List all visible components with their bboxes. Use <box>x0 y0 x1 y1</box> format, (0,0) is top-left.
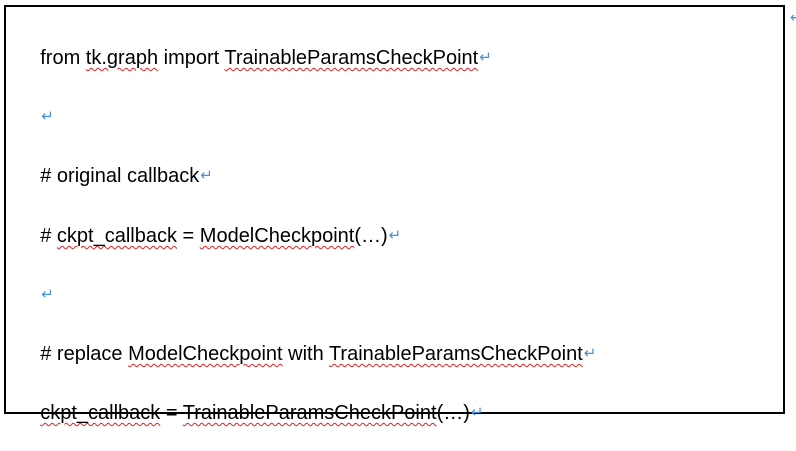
line-4: # ckpt_callback = ModelCheckpoint(…)↵ <box>18 200 401 274</box>
line-1: from tk.graph import TrainableParamsChec… <box>18 22 492 96</box>
word: import <box>158 47 225 69</box>
line-6: # replace ModelCheckpoint with Trainable… <box>18 318 596 392</box>
word: (…) <box>436 402 470 424</box>
word: with <box>282 343 329 365</box>
word: # replace <box>40 343 129 365</box>
line-7: ckpt_callback = TrainableParamsCheckPoin… <box>18 377 483 451</box>
line-3: # original callback↵ <box>18 140 213 214</box>
spelling-error-word[interactable]: ckpt_callback <box>40 402 161 424</box>
paragraph-mark-icon: ↵ <box>200 167 213 184</box>
spelling-error-word[interactable]: ModelCheckpoint <box>128 343 283 365</box>
spelling-error-word[interactable]: TrainableParamsCheckPoint <box>182 402 437 424</box>
spelling-error-word[interactable]: TrainableParamsCheckPoint <box>224 47 479 69</box>
paragraph-mark-icon: ↵ <box>479 49 492 66</box>
spelling-error-word[interactable]: tk.graph <box>85 47 159 69</box>
paragraph-mark-icon: ↵ <box>790 9 796 25</box>
paragraph-mark-icon: ↵ <box>41 108 54 125</box>
paragraph-mark-icon: ↵ <box>41 286 54 303</box>
spelling-error-word[interactable]: ModelCheckpoint <box>199 225 355 247</box>
paragraph-mark-icon: ↵ <box>470 404 484 421</box>
document-text-box[interactable]: from tk.graph import TrainableParamsChec… <box>4 5 785 424</box>
spelling-error-word[interactable]: ckpt_callback <box>56 225 177 247</box>
paragraph-mark-icon: ↵ <box>388 227 402 244</box>
word: = <box>160 402 183 424</box>
word: # <box>40 225 57 247</box>
word: from <box>40 47 86 69</box>
line-5: ↵ <box>18 259 54 333</box>
paragraph-mark-icon: ↵ <box>583 345 597 362</box>
spelling-error-word[interactable]: TrainableParamsCheckPoint <box>328 343 583 365</box>
line-2: ↵ <box>18 81 54 155</box>
word: # original callback <box>40 165 200 187</box>
word: = <box>176 225 200 247</box>
word: (…) <box>354 225 388 247</box>
